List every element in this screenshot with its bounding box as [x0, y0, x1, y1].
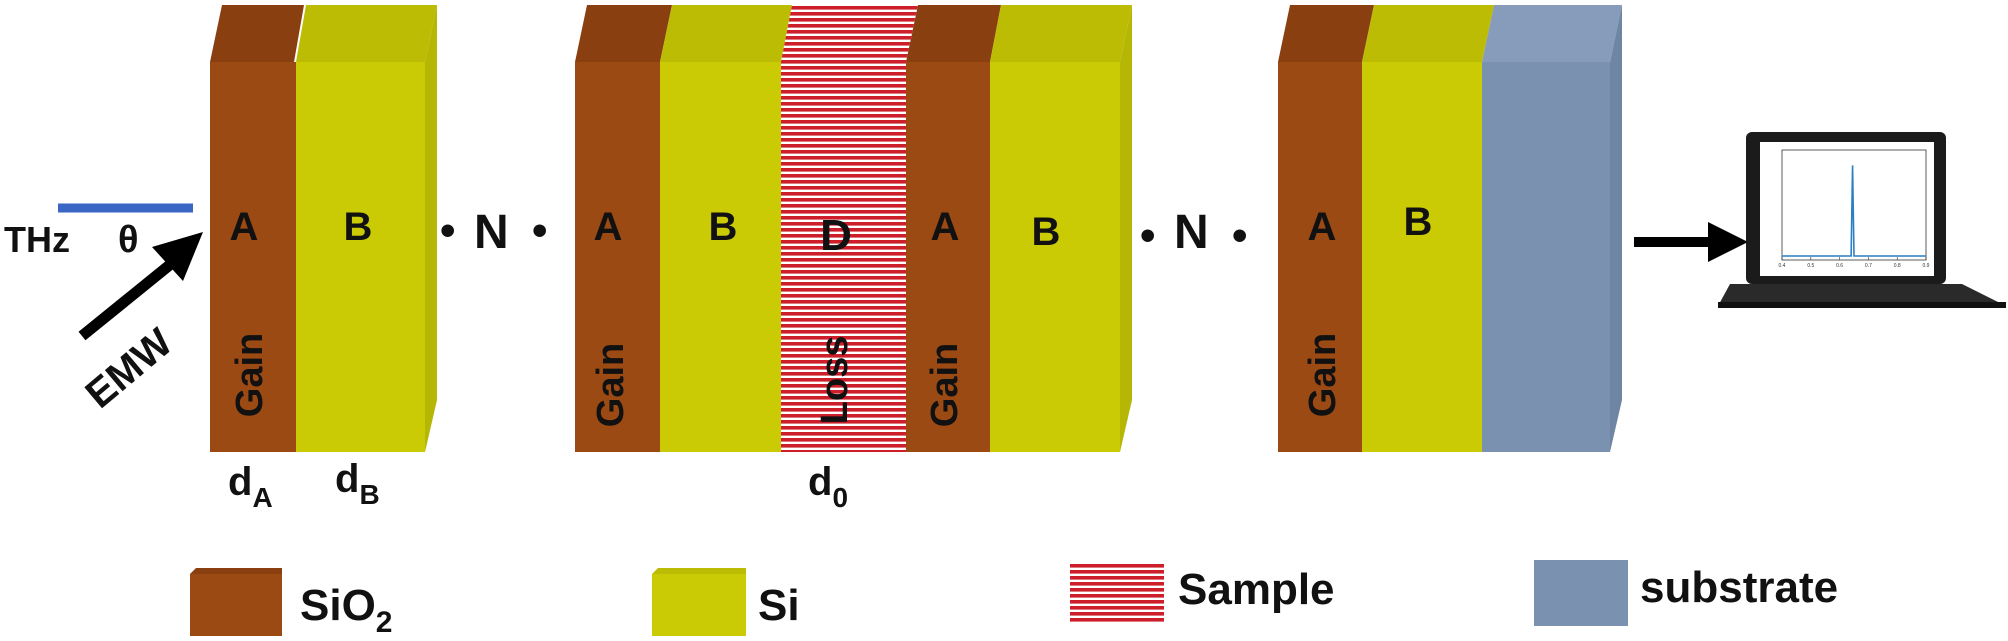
- layer-label-a: A: [1308, 205, 1337, 249]
- substrate-layer: [1482, 62, 1610, 452]
- block-3: [1278, 5, 1622, 452]
- si-layer-b: [990, 62, 1120, 452]
- si-layer-b: [1362, 62, 1482, 452]
- thickness-labels: dA dB d0: [228, 457, 848, 513]
- screen-x-tick-label: 0.6: [1836, 263, 1843, 269]
- gain-loss-labels: Gain Gain Loss Gain Gain: [229, 333, 1344, 427]
- si-side-face: [1120, 5, 1132, 452]
- layer-label-b: B: [709, 205, 738, 249]
- sio2-layer-a: [575, 62, 660, 452]
- substrate-top-face: [1482, 5, 1622, 62]
- output-arrow: [1634, 222, 1748, 262]
- legend-item-sio2: SiO2: [190, 568, 392, 639]
- repeat-marker-1: • N •: [440, 206, 547, 259]
- legend-swatch-substrate: [1534, 560, 1628, 626]
- incident-wave: THz θ EMW: [4, 203, 203, 417]
- legend-swatch-top: [190, 568, 282, 574]
- si-top-face: [1362, 5, 1494, 62]
- legend-swatch-sample: [1070, 562, 1164, 624]
- thickness-d0: d0: [808, 460, 848, 513]
- sio2-top-face: [575, 5, 672, 62]
- screen-x-tick-label: 0.4: [1779, 263, 1786, 269]
- repeat-n-label: N: [1174, 206, 1209, 259]
- legend-swatch-sio2: [190, 574, 282, 636]
- gain-label: Gain: [229, 333, 271, 417]
- repeat-n-label: N: [474, 206, 509, 259]
- si-layer-b: [296, 62, 425, 452]
- repeat-marker-2: • N •: [1140, 206, 1247, 260]
- sio2-top-face: [1278, 5, 1374, 62]
- sio2-layer-a: [1278, 62, 1362, 452]
- substrate-side-face: [1610, 5, 1622, 452]
- block-2: [575, 5, 1132, 452]
- si-top-face: [990, 5, 1132, 62]
- sample-layer-d: [781, 62, 906, 452]
- layer-label-b: B: [1032, 210, 1061, 254]
- emw-arrow-head: [152, 232, 203, 281]
- layer-label-a: A: [594, 205, 623, 249]
- emw-label: EMW: [78, 320, 181, 417]
- legend-swatch-top: [652, 568, 746, 574]
- legend-swatch-si: [652, 574, 746, 636]
- gain-label: Gain: [1302, 333, 1344, 417]
- layer-label-b: B: [344, 205, 373, 249]
- laptop-icon: 0.4 0.5 0.6 0.7 0.8 0.9: [1718, 132, 2006, 308]
- layer-label-a: A: [931, 205, 960, 249]
- repeat-dot: •: [440, 206, 455, 255]
- gain-label: Gain: [590, 343, 632, 427]
- screen-spectrum-line: [1782, 165, 1926, 257]
- legend-item-substrate: substrate: [1534, 560, 1838, 626]
- output-arrow-head: [1708, 222, 1748, 262]
- repeat-dot: •: [1140, 211, 1155, 260]
- screen-chart-frame: [1781, 149, 1927, 261]
- layer-letters: A B A B D A B A B: [230, 200, 1433, 260]
- repeat-dot: •: [1232, 211, 1247, 260]
- layer-label-b: B: [1404, 200, 1433, 244]
- thickness-db: dB: [335, 457, 380, 510]
- laptop-base-edge: [1718, 302, 2006, 308]
- screen-x-tick-label: 0.9: [1923, 263, 1930, 269]
- gain-label: Gain: [924, 343, 966, 427]
- legend-label-sio2: SiO2: [300, 581, 392, 639]
- sio2-top-face: [906, 5, 1001, 62]
- block-1: [210, 5, 437, 452]
- laptop-base: [1718, 284, 2006, 306]
- laptop-screen: [1760, 142, 1934, 276]
- sio2-layer-a: [906, 62, 990, 452]
- legend-label-sample: Sample: [1178, 565, 1335, 614]
- sample-top-face: [781, 5, 918, 62]
- legend: SiO2 Si Sample substrate: [190, 560, 1838, 639]
- screen-x-tick-label: 0.8: [1894, 263, 1901, 269]
- layer-label-d: D: [820, 211, 852, 260]
- legend-label-si: Si: [758, 581, 800, 630]
- screen-x-tick-label: 0.7: [1865, 263, 1872, 269]
- sio2-layer-a: [210, 62, 296, 452]
- emw-arrow-shaft: [78, 250, 186, 341]
- legend-item-si: Si: [652, 568, 800, 636]
- si-layer-b: [660, 62, 781, 452]
- si-top-face: [296, 5, 437, 62]
- screen-x-tick-label: 0.5: [1807, 263, 1814, 269]
- si-top-face: [660, 5, 792, 62]
- theta-label: θ: [118, 219, 139, 261]
- si-side-face: [425, 5, 437, 452]
- thz-label: THz: [4, 219, 70, 260]
- loss-label: Loss: [814, 336, 856, 425]
- layer-label-a: A: [230, 205, 259, 249]
- thickness-da: dA: [228, 460, 273, 513]
- screen-spectrum-chart: 0.4 0.5 0.6 0.7 0.8 0.9: [1779, 149, 1930, 269]
- sio2-top-face: [210, 5, 304, 62]
- repeat-dot: •: [532, 206, 547, 255]
- legend-label-substrate: substrate: [1640, 563, 1838, 612]
- legend-item-sample: Sample: [1070, 562, 1335, 624]
